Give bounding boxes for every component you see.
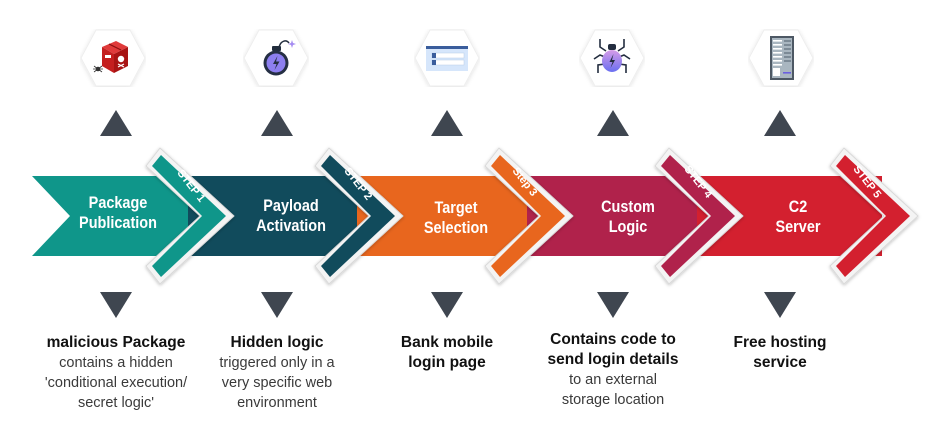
step-2-description-heading: Hidden logic bbox=[230, 334, 324, 351]
step-5-title-line2: Server bbox=[775, 217, 821, 236]
step-2-chevron-fill bbox=[321, 155, 395, 277]
step-3-chevron-tab bbox=[484, 147, 574, 285]
step-4-description-heading: Contains code to bbox=[550, 331, 676, 348]
login-form-icon bbox=[414, 29, 480, 87]
bug-icon bbox=[579, 29, 645, 87]
step-3-title-line1: Target bbox=[434, 198, 478, 217]
step-5-description-heading: Free hosting bbox=[733, 334, 827, 351]
step-2-segment bbox=[188, 176, 367, 256]
step-5-down-triangle bbox=[764, 292, 796, 318]
step-2-chevron-tab bbox=[314, 147, 404, 285]
step-3-chevron-fill bbox=[491, 155, 565, 277]
step-1-up-triangle bbox=[100, 110, 132, 136]
step-1-chevron-fill bbox=[152, 155, 226, 277]
step-1-down-triangle bbox=[100, 292, 132, 318]
step-4-description-line: to an external bbox=[569, 372, 657, 388]
step-3-icon-hexagon bbox=[414, 29, 480, 87]
step-3-up-triangle bbox=[431, 110, 463, 136]
step-2-description-line: very specific web bbox=[221, 375, 333, 391]
step-2-description-line: triggered only in a bbox=[219, 355, 335, 371]
step-5-description: Free hosting service bbox=[695, 333, 865, 373]
step-3-title-line2: Selection bbox=[423, 218, 489, 237]
step-5-title: C2 Server bbox=[747, 197, 849, 237]
step-4-chevron-fill bbox=[661, 155, 735, 277]
step-5-segment bbox=[697, 176, 882, 256]
step-1-description-line: contains a hidden bbox=[59, 355, 173, 371]
step-1-title-line2: Publication bbox=[79, 213, 157, 232]
step-4-description-heading: send login details bbox=[547, 351, 679, 368]
step-5-title-line1: C2 bbox=[788, 197, 808, 216]
step-4-description: Contains code to send login details to a… bbox=[528, 330, 698, 410]
step-1-description-heading: malicious Package bbox=[46, 334, 186, 351]
step-2-description-line: environment bbox=[237, 395, 317, 411]
step-1-icon-hexagon bbox=[80, 29, 146, 87]
step-2-title: Payload Activation bbox=[240, 196, 342, 236]
step-5-chevron-fill bbox=[836, 155, 910, 277]
server-rack-icon bbox=[748, 29, 814, 87]
step-4-down-triangle bbox=[597, 292, 629, 318]
step-2-title-line2: Activation bbox=[256, 216, 326, 235]
step-3-segment bbox=[357, 176, 537, 256]
step-2-up-triangle bbox=[261, 110, 293, 136]
step-5-chevron-tab bbox=[829, 147, 919, 285]
step-4-up-triangle bbox=[597, 110, 629, 136]
step-3-description-heading: login page bbox=[408, 354, 486, 371]
step-1-description: malicious Package contains a hidden 'con… bbox=[31, 333, 201, 413]
step-3-title: Target Selection bbox=[405, 198, 507, 238]
step-3-description-heading: Bank mobile bbox=[400, 334, 494, 351]
step-4-segment bbox=[527, 176, 707, 256]
step-1-description-line: 'conditional execution/ bbox=[44, 375, 188, 391]
step-4-description-line: storage location bbox=[561, 392, 665, 408]
step-2-down-triangle bbox=[261, 292, 293, 318]
step-1-segment bbox=[32, 176, 198, 256]
step-5-description-heading: service bbox=[753, 354, 807, 371]
step-4-icon-hexagon bbox=[579, 29, 645, 87]
step-4-title-line1: Custom bbox=[601, 197, 655, 216]
step-4-chevron-tab bbox=[654, 147, 744, 285]
step-2-description: Hidden logic triggered only in a very sp… bbox=[192, 333, 362, 413]
step-1-title-line1: Package bbox=[88, 193, 148, 212]
step-1-chevron-tab bbox=[145, 147, 235, 285]
step-4-title: Custom Logic bbox=[577, 197, 679, 237]
step-2-icon-hexagon bbox=[243, 29, 309, 87]
step-1-title: Package Publication bbox=[67, 193, 169, 233]
bomb-icon bbox=[243, 29, 309, 87]
step-3-description: Bank mobile login page bbox=[362, 333, 532, 373]
malicious-package-icon bbox=[80, 29, 146, 87]
step-2-title-line1: Payload bbox=[263, 196, 319, 215]
step-4-title-line2: Logic bbox=[608, 217, 648, 236]
step-1-description-line: secret logic' bbox=[77, 395, 155, 411]
step-5-icon-hexagon bbox=[748, 29, 814, 87]
step-3-down-triangle bbox=[431, 292, 463, 318]
step-5-up-triangle bbox=[764, 110, 796, 136]
